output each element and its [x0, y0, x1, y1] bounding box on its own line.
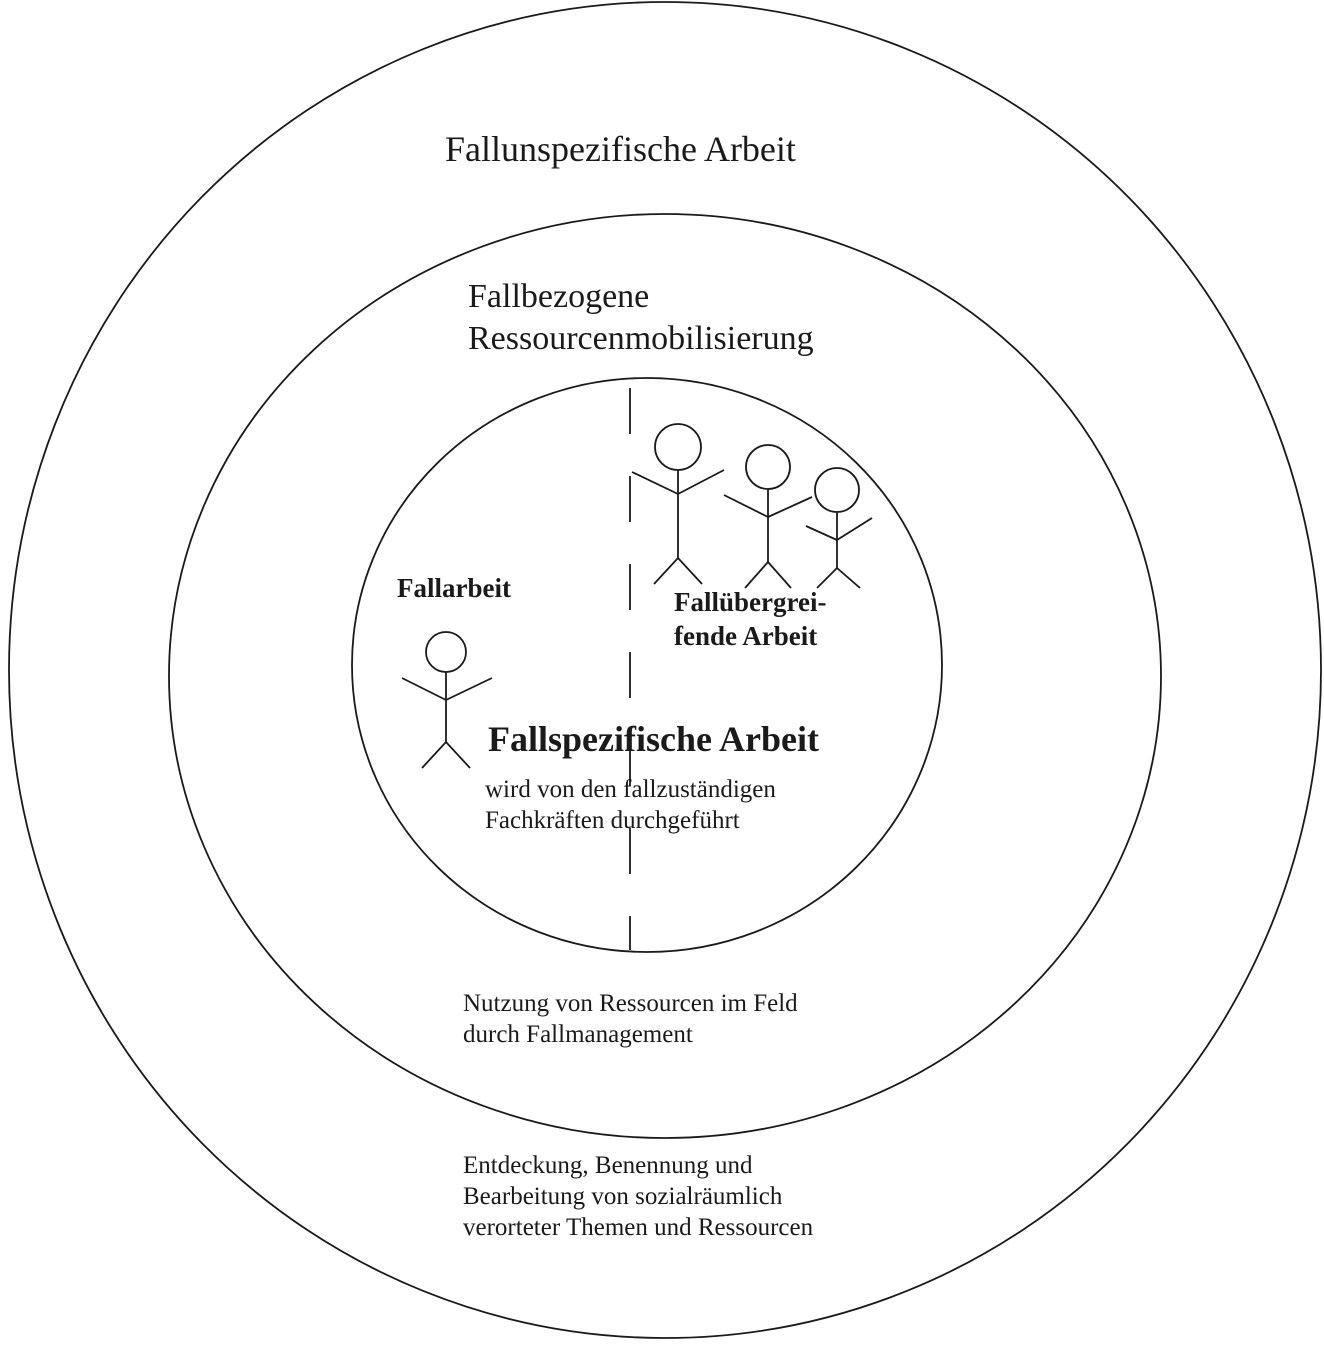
inner-circle-description: wird von den fallzuständigen Fachkräften…: [485, 776, 776, 834]
middle-ring-title: Fallbezogene Ressourcenmobilisierung: [468, 278, 814, 357]
middle-circle: [168, 213, 1162, 1139]
inner-circle-title: Fallspezifische Arbeit: [488, 719, 819, 759]
group-of-persons-icon: [631, 423, 873, 589]
case-work-label: Fallarbeit: [397, 573, 511, 603]
outer-ring-title: Fallunspezifische Arbeit: [445, 129, 796, 169]
outer-circle: [8, 1, 1322, 1339]
outer-ring-description: Entdeckung, Benennung und Bearbeitung vo…: [463, 1152, 814, 1241]
inner-circle: [351, 377, 943, 953]
middle-ring-description: Nutzung von Ressourcen im Feld durch Fal…: [463, 990, 798, 1048]
person-icon: [401, 631, 493, 769]
cross-case-work-label: Fallübergrei- fende Arbeit: [674, 587, 827, 651]
